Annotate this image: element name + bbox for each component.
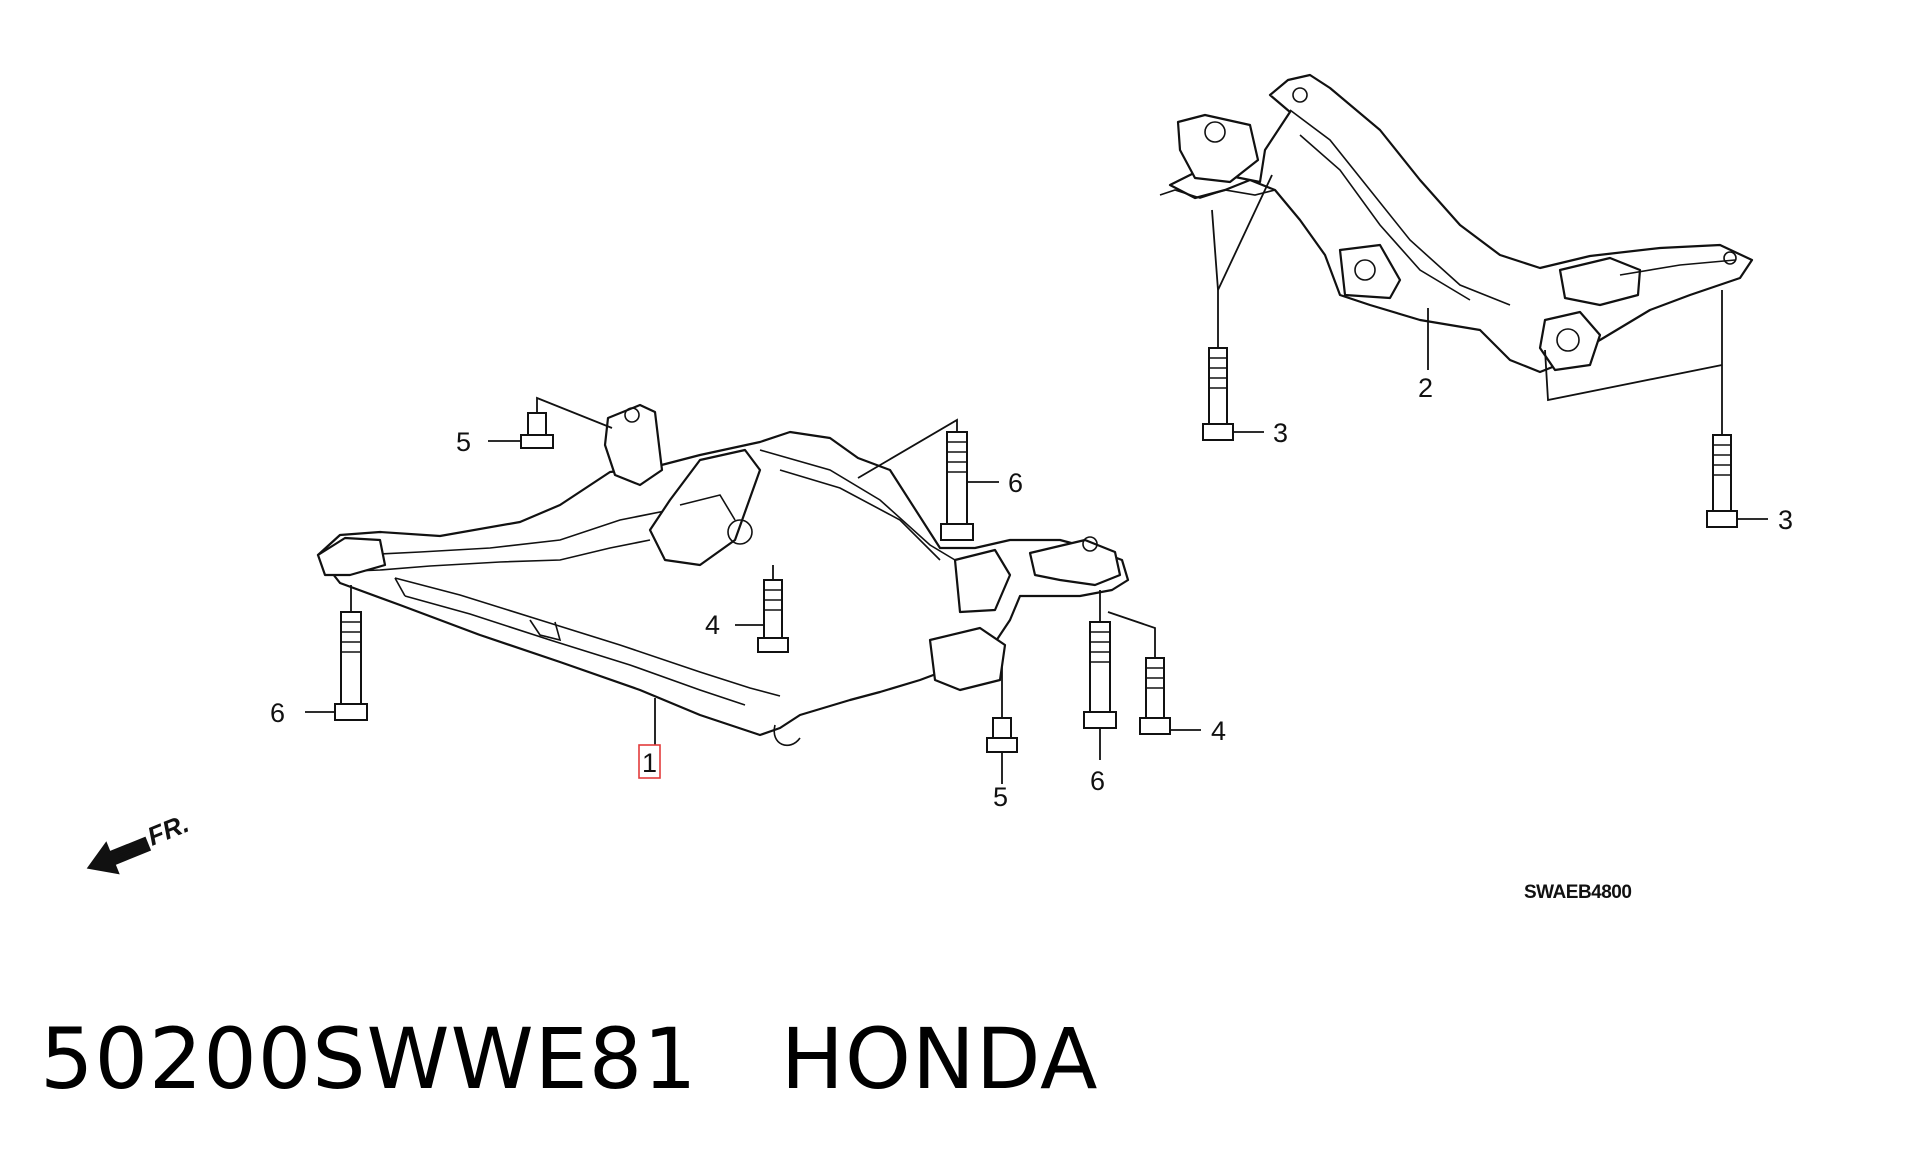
arrow-left-down-icon	[86, 836, 152, 875]
leader-lines	[305, 174, 1768, 784]
callout-4-right: 4	[1211, 716, 1226, 746]
bolt-4-right	[1139, 657, 1171, 735]
bolt-3-rear-right	[1706, 434, 1738, 528]
callout-5-bottom: 5	[993, 782, 1008, 812]
callout-1: 1	[642, 748, 657, 778]
bolt-3-rear-left	[1202, 347, 1234, 441]
front-direction-label: FR.	[143, 808, 193, 852]
callout-5-top: 5	[456, 427, 471, 457]
front-subframe	[316, 403, 1130, 747]
callout-4-center: 4	[705, 610, 720, 640]
bolt-5-bottom	[986, 717, 1018, 753]
bolt-6-left	[334, 611, 368, 721]
bolt-5-top	[520, 412, 554, 449]
diagram-code: SWAEB4800	[1524, 882, 1631, 903]
bolt-6-right-top	[940, 431, 974, 541]
rear-subframe	[1159, 73, 1754, 374]
callout-6-right-bottom: 6	[1090, 766, 1105, 796]
callout-2: 2	[1418, 373, 1433, 403]
callout-6-right-top: 6	[1008, 468, 1023, 498]
brand-name: HONDA	[780, 1010, 1099, 1108]
callout-3-right: 3	[1778, 505, 1793, 535]
callout-3-left: 3	[1273, 418, 1288, 448]
part-number-title: 50200SWWE81 HONDA	[40, 1010, 1099, 1108]
callout-6-left: 6	[270, 698, 285, 728]
callout-1-highlight	[638, 744, 661, 779]
part-number: 50200SWWE81	[40, 1010, 698, 1108]
bolt-6-right-bottom	[1083, 621, 1117, 729]
